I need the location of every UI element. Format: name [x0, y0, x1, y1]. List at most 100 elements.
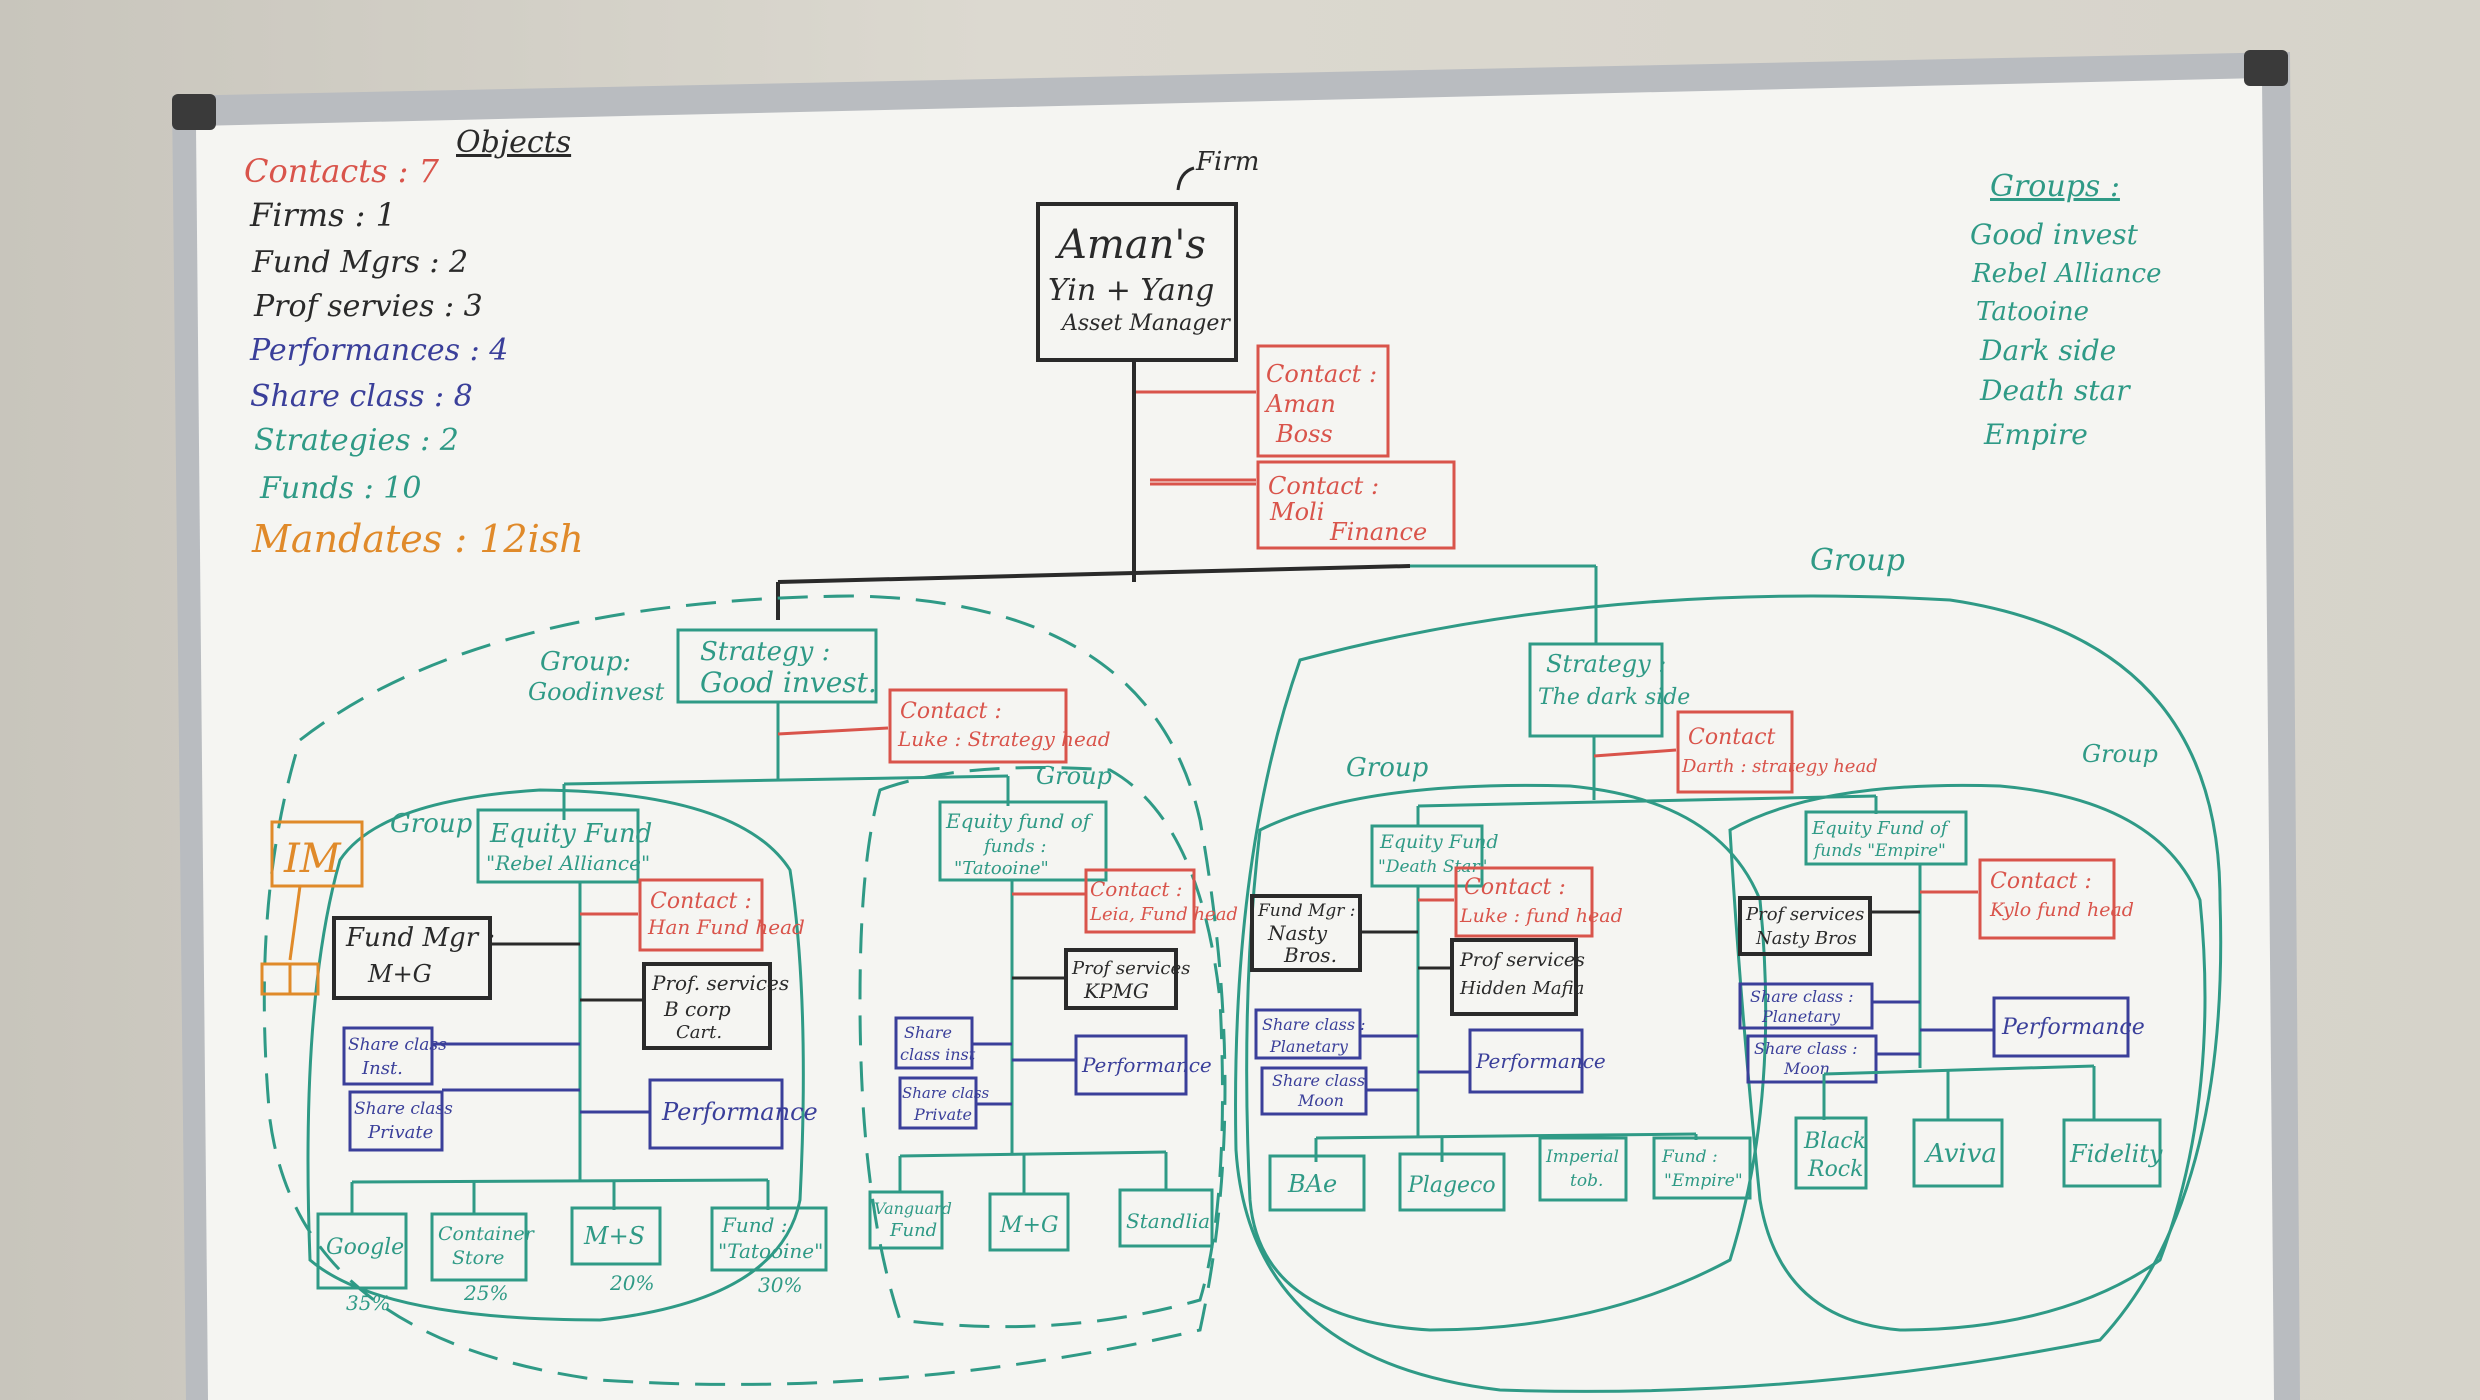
mandate-name: Fund — [889, 1220, 937, 1241]
contact-line: Luke : fund head — [1459, 905, 1623, 927]
firm-line: Yin + Yang — [1048, 273, 1214, 308]
share-class-line: Share class — [1272, 1071, 1365, 1090]
mandate-name: Google — [326, 1235, 404, 1260]
count-item: Contacts : 7 — [244, 152, 440, 190]
firm-tag-arrow — [1176, 166, 1195, 191]
fund-line: "Death Star" — [1378, 857, 1487, 877]
fund-box — [938, 800, 1108, 882]
contact-line: Contact : — [1268, 472, 1379, 500]
mandate-pct: 30% — [758, 1273, 802, 1297]
contact-line: Luke : Strategy head — [897, 727, 1111, 751]
mandate-box — [1398, 1152, 1506, 1212]
share-class-line: Moon — [1783, 1059, 1830, 1078]
contact-box — [1454, 866, 1594, 938]
share-class-line: Inst. — [361, 1058, 403, 1079]
prof-line: Prof. services — [651, 971, 789, 995]
share-class-line: Private — [367, 1122, 433, 1143]
prof-box — [1064, 948, 1178, 1010]
contact-box — [1978, 858, 2116, 940]
groups-list: Groups : Good invest Rebel Alliance Tato… — [1970, 169, 2162, 451]
contact-line: Contact — [1688, 725, 1776, 750]
object-counts: Objects Contacts : 7 Firms : 1 Fund Mgrs… — [244, 125, 584, 561]
count-item: Strategies : 2 — [254, 423, 459, 458]
mandate-box — [2062, 1118, 2162, 1188]
mandate-box — [868, 1190, 944, 1250]
share-class-line: Share — [904, 1023, 952, 1042]
group-label: Goodinvest — [528, 678, 665, 706]
performance-box — [648, 1078, 784, 1150]
mandate-box — [570, 1206, 662, 1266]
contact-line: Contact : — [1090, 877, 1183, 901]
group-label: Group — [2082, 740, 2158, 768]
share-class-box — [898, 1076, 978, 1130]
fund-mgr-box — [1250, 894, 1362, 972]
firm-box — [1036, 202, 1238, 362]
group-outline-darkside — [1234, 594, 2223, 1393]
group-name: Death star — [1979, 374, 2131, 407]
share-class-box — [1254, 1008, 1362, 1060]
mandate-pct: 35% — [346, 1291, 390, 1315]
fund-mgr-line: Fund Mgr : — [1257, 901, 1356, 921]
mandate-name: Black — [1803, 1129, 1866, 1154]
strategy-box — [1528, 642, 1664, 738]
firm-contacts — [1136, 344, 1456, 550]
prof-box — [642, 962, 772, 1050]
mandate-box — [316, 1212, 408, 1290]
performance-box — [1468, 1028, 1584, 1094]
contact-box — [638, 878, 764, 952]
prof-line: KPMG — [1083, 979, 1149, 1003]
contact-line: Finance — [1329, 518, 1427, 546]
mandate-box — [1794, 1116, 1868, 1190]
contact-line: Contact : — [1266, 360, 1377, 388]
contact-line: Leia, Fund head — [1089, 904, 1238, 925]
share-class-line: Private — [913, 1105, 972, 1124]
fund-death-star: Equity Fund "Death Star" Contact : Luke … — [1250, 824, 1752, 1212]
share-class-line: Share class : — [1262, 1015, 1366, 1034]
contact-box — [1676, 710, 1794, 794]
fund-line: Equity fund of — [945, 809, 1094, 833]
connector — [777, 726, 889, 736]
performance-label: Performance — [1475, 1049, 1606, 1073]
share-class-line: Share class : — [1750, 987, 1854, 1006]
prof-line: Prof services — [1745, 904, 1864, 925]
mandate-box — [430, 1212, 528, 1282]
prof-box — [1738, 896, 1872, 956]
firm-connectors — [776, 360, 1411, 620]
mandate-box — [1912, 1118, 2004, 1188]
firm-line: Asset Manager — [1060, 311, 1231, 336]
connector — [899, 1150, 1167, 1158]
board-surface — [196, 78, 2274, 1400]
fund-line: Equity Fund — [1379, 831, 1499, 853]
share-class-line: Share class — [348, 1035, 447, 1055]
mandate-name: Plageco — [1407, 1173, 1496, 1198]
fund-line: "Rebel Alliance" — [486, 851, 650, 875]
group-name: Good invest — [1970, 218, 2139, 251]
fund-line: Equity Fund of — [1811, 818, 1951, 839]
group-outline-tatooine — [858, 766, 1224, 1329]
fund-tatooine: Equity fund of funds : "Tatooine" Contac… — [868, 800, 1238, 1252]
mandate-name: Aviva — [1924, 1139, 1997, 1169]
firm-node: Firm Aman's Yin + Yang Asset Manager — [1036, 147, 1259, 362]
share-class-line: Share class — [354, 1099, 453, 1119]
fund-mgr-line: M+G — [367, 960, 432, 988]
prof-line: Nasty Bros — [1755, 928, 1857, 949]
mandate-box — [1538, 1136, 1628, 1202]
strategy-right: Strategy : The dark side Contact Darth :… — [1416, 642, 1878, 826]
share-class-box — [342, 1026, 434, 1086]
fund-mgr-line: Nasty — [1267, 921, 1328, 945]
strategy-line: The dark side — [1538, 685, 1690, 710]
share-class-line: Planetary — [1761, 1007, 1841, 1026]
group-label: Group: — [540, 647, 631, 677]
fund-box — [1370, 824, 1484, 888]
mandate-box — [710, 1206, 828, 1272]
fund-line: funds : — [982, 836, 1046, 857]
mandate-person-icon: IM — [260, 820, 364, 996]
mandate-name: BAe — [1287, 1170, 1337, 1198]
mandate-name: Vanguard — [874, 1199, 952, 1218]
group-name: Dark side — [1979, 334, 2116, 367]
connector — [1593, 748, 1677, 758]
share-class-box — [1746, 1034, 1878, 1084]
group-label: Group — [1036, 762, 1112, 790]
prof-line: Cart. — [676, 1022, 722, 1043]
